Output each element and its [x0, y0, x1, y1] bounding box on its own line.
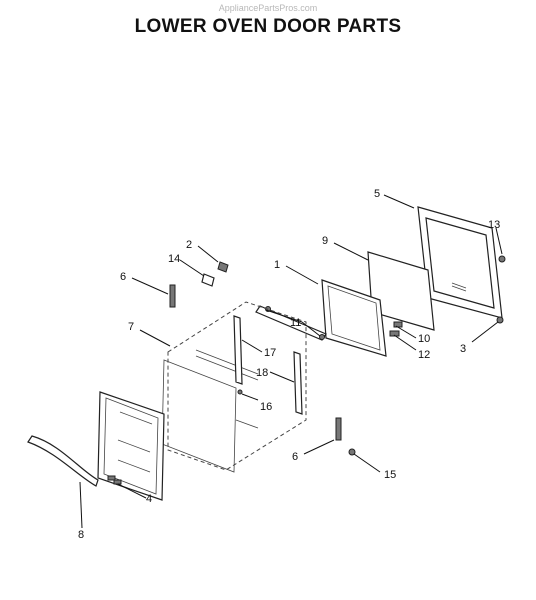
callout-labels: 5 13 9 2 14 1 6 7 11 10 3 12 17 18 16 6 … [78, 188, 500, 541]
part-15-washer[interactable] [348, 448, 356, 456]
part-16-screw[interactable] [237, 389, 243, 395]
callout-9: 9 [322, 235, 328, 247]
callout-1: 1 [274, 259, 280, 271]
part-11-top-trim[interactable] [255, 305, 327, 341]
leader-lines [79, 194, 503, 529]
part-9-glass-panel[interactable] [367, 251, 435, 331]
callout-3: 3 [460, 343, 466, 355]
part-4-screws[interactable] [107, 475, 122, 485]
callout-8: 8 [78, 529, 84, 541]
part-13-screw[interactable] [498, 255, 506, 263]
part-18-side-rail[interactable] [293, 351, 303, 415]
callout-18: 18 [256, 367, 268, 379]
part-2-clip[interactable] [217, 261, 229, 273]
part-12-bracket[interactable] [389, 330, 400, 337]
part-10-bracket[interactable] [393, 321, 403, 328]
part-8-door-handle[interactable] [27, 435, 99, 487]
part-5-door-frame[interactable] [417, 206, 503, 319]
callout-6b: 6 [292, 451, 298, 463]
callout-4: 4 [146, 493, 152, 505]
callout-6a: 6 [120, 271, 126, 283]
door-outer-glass [97, 391, 165, 501]
callout-11: 11 [290, 317, 301, 329]
callout-7: 7 [128, 321, 134, 333]
part-6-hinge-left[interactable] [169, 284, 176, 308]
part-17-side-rail[interactable] [233, 315, 243, 385]
part-14-clip[interactable] [201, 273, 215, 287]
diagram-title: LOWER OVEN DOOR PARTS [134, 16, 402, 37]
callout-17: 17 [264, 347, 276, 359]
callout-2: 2 [186, 239, 192, 251]
callout-13: 13 [488, 219, 500, 231]
part-7-inner-door-assembly[interactable] [161, 301, 307, 473]
callout-5: 5 [374, 188, 380, 200]
callout-15: 15 [384, 469, 396, 481]
callout-10: 10 [418, 333, 430, 345]
part-3-screw[interactable] [496, 316, 504, 324]
callout-12: 12 [418, 349, 430, 361]
part-1-inner-panel[interactable] [321, 279, 387, 357]
part-6-hinge-right[interactable] [335, 417, 342, 441]
callout-16: 16 [260, 401, 272, 413]
callout-14: 14 [168, 253, 180, 265]
watermark: AppliancePartsPros.com [218, 3, 318, 13]
